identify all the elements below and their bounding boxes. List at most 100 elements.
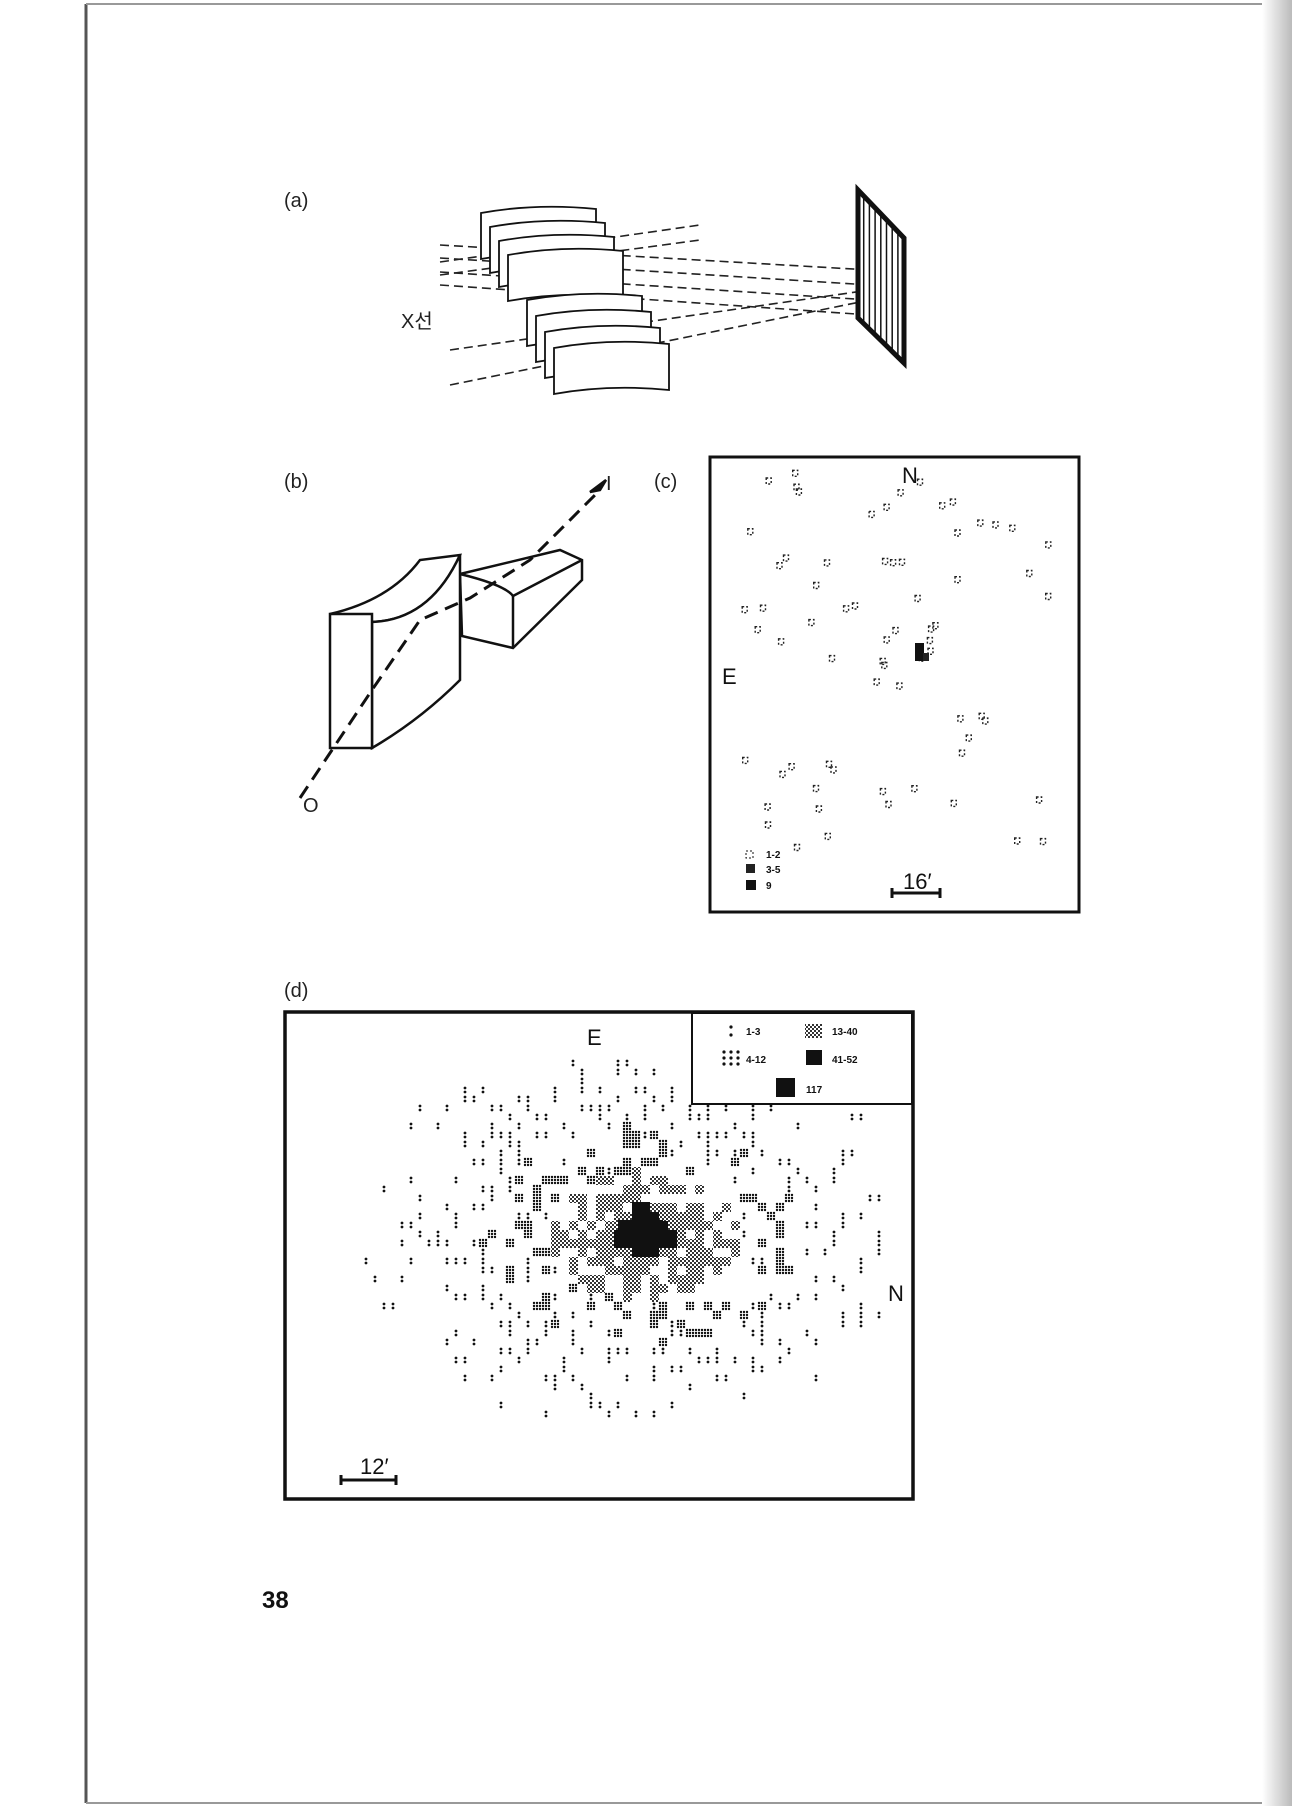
cell-4-12 bbox=[577, 1172, 581, 1176]
cell-4-12 bbox=[676, 1319, 680, 1323]
cell-13-40 bbox=[623, 1248, 632, 1257]
cell-4-12 bbox=[706, 1304, 710, 1308]
north-label: N bbox=[902, 463, 918, 488]
cell-4-12 bbox=[640, 1160, 644, 1164]
cell-13-40 bbox=[677, 1275, 686, 1284]
cell-4-12 bbox=[682, 1325, 686, 1329]
source-mark-1-2 bbox=[1039, 837, 1047, 846]
cell-4-12 bbox=[580, 1166, 584, 1170]
curved-crystal-front bbox=[328, 612, 374, 750]
cell-4-12 bbox=[616, 1169, 620, 1173]
cell-1-3 bbox=[841, 1311, 845, 1315]
cell-4-12 bbox=[781, 1226, 785, 1230]
cell-1-3 bbox=[814, 1203, 818, 1207]
cell-4-12 bbox=[691, 1301, 695, 1305]
cell-4-12 bbox=[787, 1265, 791, 1269]
cell-1-3 bbox=[400, 1279, 404, 1283]
cell-1-3 bbox=[841, 1149, 845, 1153]
cell-13-40 bbox=[551, 1221, 560, 1230]
cell-4-12 bbox=[544, 1265, 548, 1269]
source-mark-1-2 bbox=[939, 502, 946, 510]
source-mark-1-2 bbox=[1035, 796, 1043, 804]
north-label-d: N bbox=[888, 1281, 904, 1306]
cell-4-12 bbox=[640, 1157, 644, 1161]
figure-a-label: (a) bbox=[284, 190, 308, 212]
cell-4-12 bbox=[682, 1319, 686, 1323]
cell-13-40 bbox=[605, 1266, 614, 1275]
cell-1-3 bbox=[814, 1297, 818, 1301]
cell-1-3 bbox=[544, 1117, 548, 1121]
cell-4-12 bbox=[535, 1247, 539, 1251]
cell-1-3 bbox=[706, 1162, 710, 1166]
cell-4-12 bbox=[688, 1304, 692, 1308]
cell-1-3 bbox=[697, 1117, 701, 1121]
cell-4-12 bbox=[574, 1286, 578, 1290]
cell-4-12 bbox=[598, 1166, 602, 1170]
cell-4-12 bbox=[535, 1205, 539, 1209]
cell-4-12 bbox=[535, 1199, 539, 1203]
cell-4-12 bbox=[781, 1223, 785, 1227]
cell-4-12 bbox=[661, 1142, 665, 1146]
cell-4-12 bbox=[538, 1199, 542, 1203]
cell-1-3 bbox=[832, 1234, 836, 1238]
cell-1-3 bbox=[553, 1378, 557, 1382]
cell-4-12 bbox=[628, 1160, 632, 1164]
output-label: O bbox=[303, 795, 319, 817]
cell-1-3 bbox=[634, 1410, 638, 1414]
cell-1-3 bbox=[445, 1207, 449, 1211]
cell-13-40 bbox=[596, 1203, 605, 1212]
source-mark-1-2 bbox=[754, 626, 761, 634]
cell-1-3 bbox=[706, 1153, 710, 1157]
cell-4-12 bbox=[781, 1202, 785, 1206]
cell-1-3 bbox=[400, 1275, 404, 1279]
cell-4-12 bbox=[625, 1316, 629, 1320]
cell-4-12 bbox=[508, 1244, 512, 1248]
cell-1-3 bbox=[787, 1306, 791, 1310]
cell-1-3 bbox=[607, 1126, 611, 1130]
cell-4-12 bbox=[517, 1220, 521, 1224]
cell-4-12 bbox=[511, 1280, 515, 1284]
cell-4-12 bbox=[787, 1193, 791, 1197]
cell-4-12 bbox=[511, 1244, 515, 1248]
cell-1-3 bbox=[517, 1144, 521, 1148]
cell-1-3 bbox=[544, 1212, 548, 1216]
cell-1-3 bbox=[751, 1108, 755, 1112]
source-mark-1-2 bbox=[1014, 837, 1021, 845]
cell-4-12 bbox=[742, 1196, 746, 1200]
cell-4-12 bbox=[787, 1268, 791, 1272]
cell-1-3 bbox=[499, 1131, 503, 1135]
cell-4-12 bbox=[556, 1325, 560, 1329]
cell-4-12 bbox=[544, 1250, 548, 1254]
source-mark-1-2 bbox=[879, 787, 887, 796]
cell-4-12 bbox=[547, 1295, 551, 1299]
cell-4-12 bbox=[658, 1301, 662, 1305]
cell-1-3 bbox=[445, 1257, 449, 1261]
cell-4-12 bbox=[622, 1163, 626, 1167]
source-mark-1-2 bbox=[823, 559, 831, 567]
cell-1-3 bbox=[517, 1311, 521, 1315]
cell-4-12 bbox=[547, 1298, 551, 1302]
cell-13-40 bbox=[695, 1239, 704, 1248]
cell-4-12 bbox=[547, 1307, 551, 1311]
cell-13-40 bbox=[731, 1239, 740, 1248]
cell-4-12 bbox=[616, 1301, 620, 1305]
cell-4-12 bbox=[538, 1247, 542, 1251]
cell-1-3 bbox=[796, 1167, 800, 1171]
cell-1-3 bbox=[832, 1275, 836, 1279]
cell-1-3 bbox=[553, 1374, 557, 1378]
cell-1-3 bbox=[850, 1153, 854, 1157]
cell-4-12 bbox=[493, 1232, 497, 1236]
cell-1-3 bbox=[814, 1189, 818, 1193]
cell-4-12 bbox=[628, 1163, 632, 1167]
cell-4-12 bbox=[625, 1157, 629, 1161]
cell-4-12 bbox=[610, 1292, 614, 1296]
cell-13-40 bbox=[596, 1230, 605, 1239]
cell-4-12 bbox=[526, 1226, 530, 1230]
cell-4-12 bbox=[622, 1169, 626, 1173]
cell-4-12 bbox=[505, 1268, 509, 1272]
cell-1-3 bbox=[562, 1360, 566, 1364]
cell-4-12 bbox=[712, 1316, 716, 1320]
cell-13-40 bbox=[605, 1203, 614, 1212]
cell-1-3 bbox=[481, 1284, 485, 1288]
